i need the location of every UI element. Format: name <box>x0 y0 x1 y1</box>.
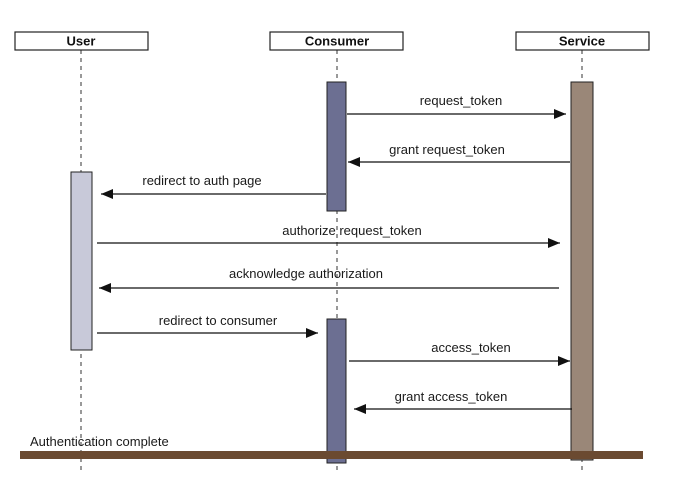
message-redirect-to-auth-page: redirect to auth page <box>101 173 326 199</box>
message-request-token: request_token <box>347 93 566 119</box>
message-authorize-request-token: authorize request_token <box>97 223 560 248</box>
participant-user-label: User <box>67 34 96 49</box>
message-label: redirect to consumer <box>159 313 278 328</box>
service-activation <box>570 81 594 461</box>
message-access-token: access_token <box>349 340 570 366</box>
message-redirect-to-consumer: redirect to consumer <box>97 313 318 338</box>
message-label: acknowledge authorization <box>229 266 383 281</box>
message-label: authorize request_token <box>282 223 421 238</box>
message-label: grant access_token <box>395 389 508 404</box>
participant-service: Service <box>515 31 650 51</box>
message-label: access_token <box>431 340 511 355</box>
completion-label: Authentication complete <box>30 434 169 449</box>
completion-bar <box>20 451 643 459</box>
message-grant-request-token: grant request_token <box>348 142 570 167</box>
message-acknowledge-authorization: acknowledge authorization <box>99 266 559 293</box>
participant-consumer: Consumer <box>269 31 404 51</box>
message-label: grant request_token <box>389 142 505 157</box>
participant-consumer-label: Consumer <box>305 34 369 49</box>
message-label: request_token <box>420 93 502 108</box>
consumer-activation-1 <box>326 81 347 212</box>
user-activation <box>70 171 93 351</box>
message-grant-access-token: grant access_token <box>354 389 572 414</box>
message-label: redirect to auth page <box>142 173 261 188</box>
participant-user: User <box>14 31 149 51</box>
consumer-activation-2 <box>326 318 347 464</box>
participant-service-label: Service <box>559 34 605 49</box>
